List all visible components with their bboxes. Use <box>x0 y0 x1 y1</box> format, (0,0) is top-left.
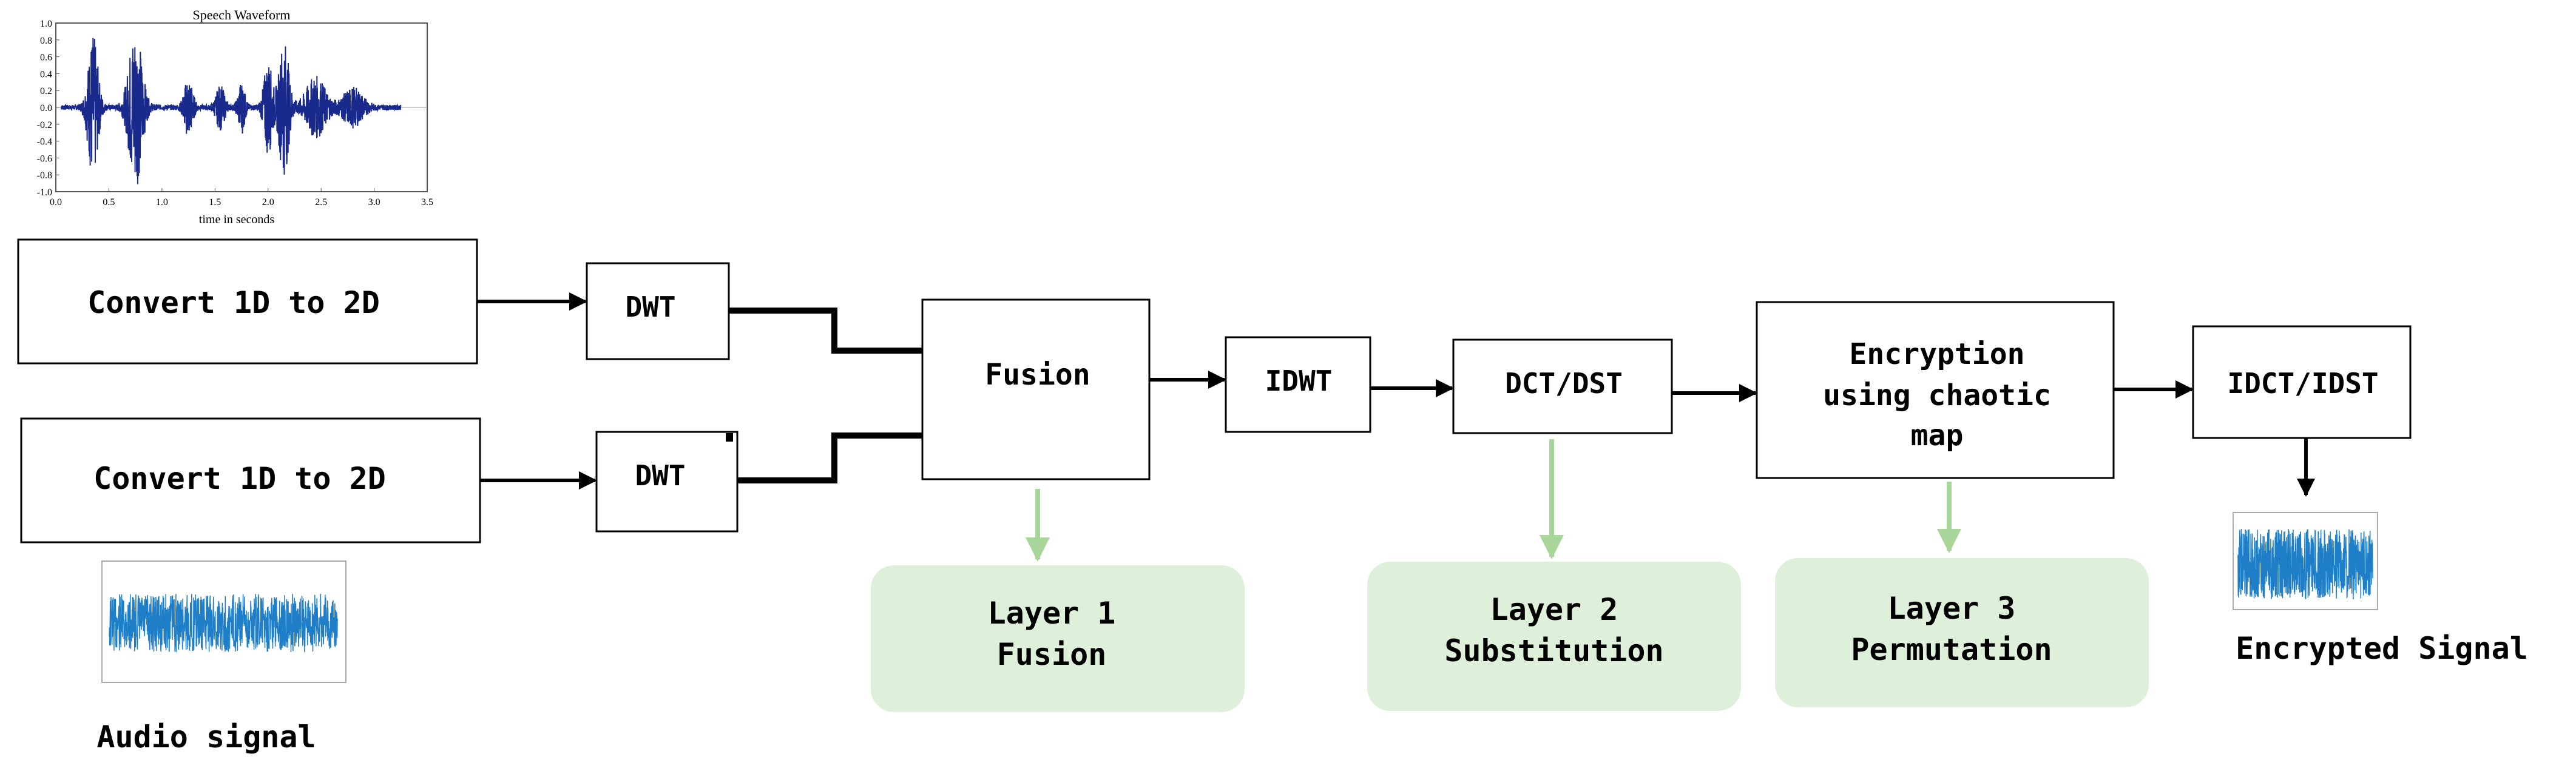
speech-waveform-plot: Speech Waveform 1.0 0.8 0.6 0.4 0.2 0.0 -0.2 -0… <box>37 7 433 226</box>
encrypted-signal-label: Encrypted Signal <box>2236 631 2528 666</box>
enc-noise-line <box>2237 529 2373 600</box>
layer2-title: Layer 2 <box>1490 592 1618 627</box>
speech-plot-y-tick: 1.0 <box>40 19 52 29</box>
line-dwt-bottom-to-fusion <box>737 432 922 483</box>
encrypted-signal-thumbnail: Encrypted Signal <box>2233 512 2528 666</box>
speech-plot-y-tick: 0.8 <box>40 36 52 46</box>
speech-plot-y-tick: -0.2 <box>37 120 52 130</box>
dct-dst-block: DCT/DST <box>1452 338 1673 434</box>
speech-plot-y-ticks: 1.0 0.8 0.6 0.4 0.2 0.0 -0.2 -0.4 -0.6 -0.8 -1.0 <box>37 19 59 198</box>
speech-waveform-line <box>60 38 402 184</box>
speech-plot-xlabel: time in seconds <box>199 213 275 226</box>
speech-plot-y-tick: 0.2 <box>40 86 52 96</box>
encryption-block-line-1: Encryption <box>1850 337 2025 371</box>
layer1-title: Layer 1 <box>988 596 1116 631</box>
layer3-box: Layer 3 Permutation <box>1775 558 2149 707</box>
speech-plot-y-tick: -0.4 <box>37 137 52 147</box>
speech-plot-y-tick: -0.6 <box>37 153 52 164</box>
idwt-block: IDWT <box>1225 336 1371 433</box>
fusion-block-label: Fusion <box>985 358 1090 392</box>
encryption-block-line-3: map <box>1911 419 1964 453</box>
speech-plot-y-tick: 0.6 <box>40 53 52 63</box>
speech-plot-x-ticks: 0.0 0.5 1.0 1.5 2.0 2.5 3.0 3.5 <box>50 188 433 207</box>
convert-block-bottom-label: Convert 1D to 2D <box>93 461 386 496</box>
convert-block-top-label: Convert 1D to 2D <box>87 285 380 320</box>
fusion-block: Fusion <box>921 298 1151 480</box>
dwt-block-top-label: DWT <box>625 291 675 323</box>
speech-plot-x-tick: 0.5 <box>103 197 115 207</box>
idct-idst-block-label: IDCT/IDST <box>2227 367 2378 400</box>
speech-plot-y-tick: -1.0 <box>37 187 52 198</box>
speech-plot-x-tick: 3.5 <box>421 197 433 207</box>
layer2-subtitle: Substitution <box>1444 633 1663 668</box>
speech-plot-title: Speech Waveform <box>193 7 291 22</box>
dwt-block-bottom-corner-mark <box>726 433 733 442</box>
speech-plot-x-tick: 1.0 <box>156 197 168 207</box>
speech-plot-x-tick: 2.5 <box>315 197 327 207</box>
dwt-block-top: DWT <box>586 262 730 360</box>
audio-signal-thumbnail: Audio signal <box>96 560 347 755</box>
encryption-block-line-2: using chaotic <box>1823 379 2051 412</box>
idct-idst-block: IDCT/IDST <box>2192 325 2412 439</box>
convert-block-top: Convert 1D to 2D <box>17 238 478 365</box>
layer2-box: Layer 2 Substitution <box>1367 562 1741 711</box>
speech-plot-y-tick: 0.0 <box>40 103 52 113</box>
encryption-block: Encryption using chaotic map <box>1756 301 2115 479</box>
dct-dst-block-label: DCT/DST <box>1505 367 1623 400</box>
convert-block-bottom: Convert 1D to 2D <box>20 417 481 543</box>
encrypted-signal-waveform <box>2237 529 2373 600</box>
layer1-subtitle: Fusion <box>997 637 1107 672</box>
line-dwt-top-to-fusion <box>729 308 922 354</box>
layer-arrows <box>1026 439 1961 562</box>
dwt-block-bottom-label: DWT <box>635 459 685 492</box>
speech-plot-x-tick: 0.0 <box>50 197 62 207</box>
layer1-box: Layer 1 Fusion <box>871 565 1245 712</box>
audio-noise-line <box>109 593 338 653</box>
speech-plot-y-tick: -0.8 <box>37 170 52 181</box>
connectors <box>477 292 2315 497</box>
speech-plot-x-tick: 3.0 <box>368 197 380 207</box>
layer3-subtitle: Permutation <box>1851 632 2052 667</box>
layer3-title: Layer 3 <box>1888 591 2016 626</box>
speech-plot-x-tick: 1.5 <box>209 197 221 207</box>
speech-plot-y-tick: 0.4 <box>40 69 52 79</box>
speech-plot-x-tick: 2.0 <box>262 197 274 207</box>
audio-signal-waveform <box>109 593 338 653</box>
audio-signal-label: Audio signal <box>96 719 316 755</box>
idwt-block-label: IDWT <box>1265 365 1333 397</box>
dwt-block-bottom: DWT <box>595 431 739 533</box>
